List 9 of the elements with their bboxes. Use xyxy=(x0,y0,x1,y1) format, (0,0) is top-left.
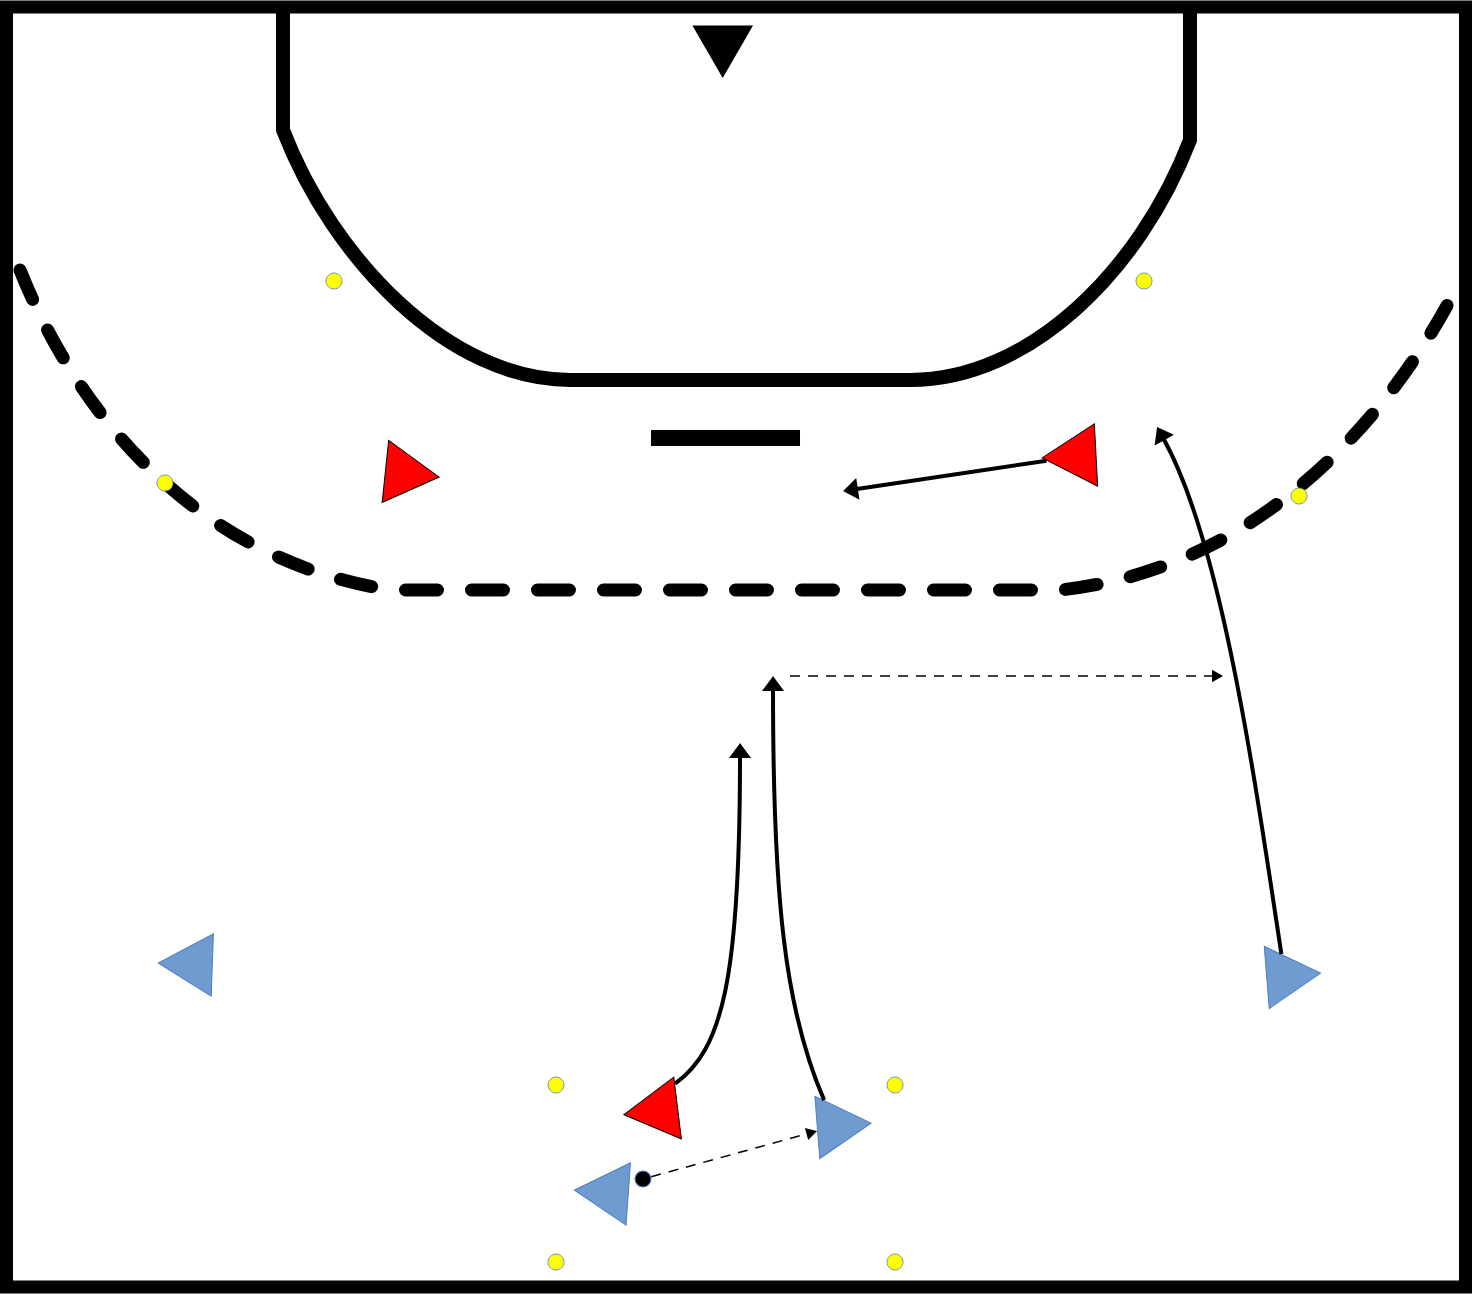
ball xyxy=(634,1170,652,1188)
player-triangle xyxy=(1041,423,1099,487)
player-triangle xyxy=(1263,945,1322,1009)
player-triangle xyxy=(157,933,214,997)
player-triangle xyxy=(573,1162,631,1226)
player-triangle xyxy=(814,1095,872,1159)
player-triangle xyxy=(381,439,440,503)
player-triangle xyxy=(623,1076,682,1140)
player-triangle xyxy=(692,25,753,78)
